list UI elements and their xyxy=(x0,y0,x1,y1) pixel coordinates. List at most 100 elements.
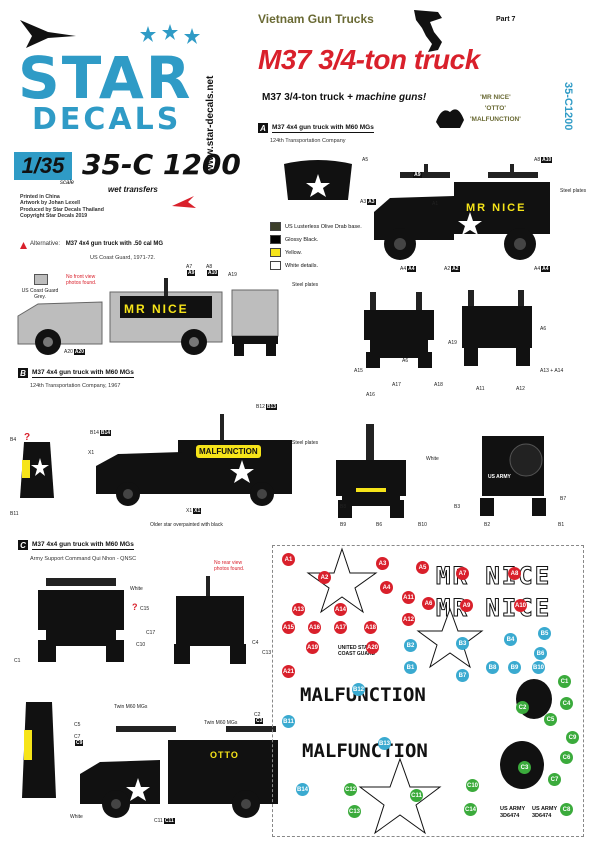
marker-a11: A11 xyxy=(402,591,415,604)
label-b8: B8 xyxy=(340,504,347,510)
marker-b6: B6 xyxy=(534,647,547,660)
marker-a4: A4 xyxy=(380,581,393,594)
no-rear-view-note: No rear view photos found. xyxy=(214,560,245,572)
label-a6-rear: A6 xyxy=(540,326,547,332)
part-label: Part 7 xyxy=(496,16,516,23)
marker-a9: A9 xyxy=(460,599,473,612)
decal-coast-guard: UNITED STATES COAST GUARD xyxy=(338,645,377,657)
question-mark-c: ? xyxy=(132,602,138,612)
no-front-view-note: No front view photos found. xyxy=(66,274,97,286)
marker-c1: C1 xyxy=(558,675,571,688)
section-b-header: B M37 4x4 gun truck with M60 MGs xyxy=(18,368,134,378)
label-b4: B4 xyxy=(10,437,17,443)
section-a-letter: A xyxy=(258,123,268,133)
decal-star-large-a xyxy=(306,547,378,614)
label-b9: B9 xyxy=(340,522,347,528)
label-c1: C1 xyxy=(14,658,21,664)
label-b7: B7 xyxy=(560,496,567,502)
series-title: Vietnam Gun Trucks xyxy=(258,12,374,26)
red-triangle-icon xyxy=(20,242,27,249)
legend-yellow: Yellow. xyxy=(270,248,362,257)
marker-c12: C12 xyxy=(344,783,357,796)
scale-badge: 1/35 xyxy=(14,152,72,180)
marker-c4: C4 xyxy=(560,697,573,710)
marker-a13: A13 xyxy=(292,603,305,616)
marker-a5: A5 xyxy=(416,561,429,574)
label-c15: C15 xyxy=(140,606,150,612)
steel-plates-alt: Steel plates xyxy=(292,282,319,288)
vietnam-map-icon xyxy=(414,10,442,52)
label-a11: A11 xyxy=(476,386,485,392)
decal-malfunction-2: MALFUNCTION xyxy=(302,740,428,762)
marker-a6: A6 xyxy=(422,597,435,610)
legend-olive-drab: US Lusterless Olive Drab base. xyxy=(270,222,362,231)
label-a17: A17 xyxy=(392,382,401,388)
truck-b-hood-view xyxy=(20,442,54,498)
marker-c5: C5 xyxy=(544,713,557,726)
marker-b7: B7 xyxy=(456,669,469,682)
subtitle: M37 3/4-ton truck + machine guns! xyxy=(262,92,427,103)
marker-b14: B14 xyxy=(296,783,309,796)
label-a1: A1 xyxy=(432,201,439,207)
marker-a10: A10 xyxy=(514,599,527,612)
truck-c-rear-view xyxy=(174,576,246,664)
marker-c3: C3 xyxy=(518,761,531,774)
label-b1: B1 xyxy=(558,522,565,528)
label-b6: B6 xyxy=(376,522,383,528)
marker-b10: B10 xyxy=(532,661,545,674)
jet-silhouette-icon xyxy=(20,20,76,48)
marker-b12: B12 xyxy=(352,683,365,696)
blue-stars-icon xyxy=(140,24,200,44)
marker-a7: A7 xyxy=(456,567,469,580)
marker-a21: A21 xyxy=(282,665,295,678)
label-b10: B10 xyxy=(418,522,427,528)
marker-a18: A18 xyxy=(364,621,377,634)
alternative-header: Alternative: M37 4x4 gun truck with .50 … xyxy=(30,241,164,247)
marker-c7: C7 xyxy=(548,773,561,786)
truck-b-usarmy-text: US ARMY xyxy=(488,474,511,480)
truck-c-otto-text: OTTO xyxy=(210,750,239,760)
marker-c14: C14 xyxy=(464,803,477,816)
twin-mg-note-right: Twin M60 MGs xyxy=(204,720,238,726)
truck-a-rear-view xyxy=(462,290,532,366)
truck-b-malfunction-text: MALFUNCTION xyxy=(196,445,261,458)
question-mark-b: ? xyxy=(24,432,31,443)
scale-label: scale xyxy=(60,180,75,186)
label-alt-a19: A19 xyxy=(228,272,237,278)
white-note-c-bottom: White xyxy=(70,814,83,820)
truck-alt-side-view xyxy=(17,278,223,355)
credits: Printed in China Artwork by Johan Lexell… xyxy=(20,194,104,219)
section-a-header: A M37 4x4 gun truck with M60 MGs xyxy=(258,123,374,133)
product-code-vertical: 35-C1200 xyxy=(562,82,574,131)
section-b-title: M37 4x4 gun truck with M60 MGs xyxy=(32,368,134,378)
marker-b13: B13 xyxy=(378,737,391,750)
marker-a12: A12 xyxy=(402,613,415,626)
label-c17: C17 xyxy=(146,630,156,636)
label-c4: C4 xyxy=(252,640,259,646)
label-x1-top: X1 xyxy=(88,450,95,456)
truck-b-rear-view xyxy=(480,436,546,516)
label-a6-front: A6 xyxy=(402,358,409,364)
marker-b5: B5 xyxy=(538,627,551,640)
white-note-b: White xyxy=(426,456,439,462)
truck-alt-mrnice-text: MR NICE xyxy=(124,302,189,316)
label-b11: B11 xyxy=(10,511,19,517)
marker-b1: B1 xyxy=(404,661,417,674)
marker-c8: C8 xyxy=(560,803,573,816)
truck-c-side-view xyxy=(80,726,278,818)
legend-white: White details. xyxy=(270,261,362,270)
decal-mrnice-1: MR NICE xyxy=(435,562,552,591)
marker-a20: A20 xyxy=(366,641,379,654)
star-decals-logo: STAR DECALS xyxy=(18,44,193,137)
section-c-title: M37 4x4 gun truck with M60 MGs xyxy=(32,540,134,550)
coast-guard-label: US Coast Guard Grey. xyxy=(21,288,59,300)
